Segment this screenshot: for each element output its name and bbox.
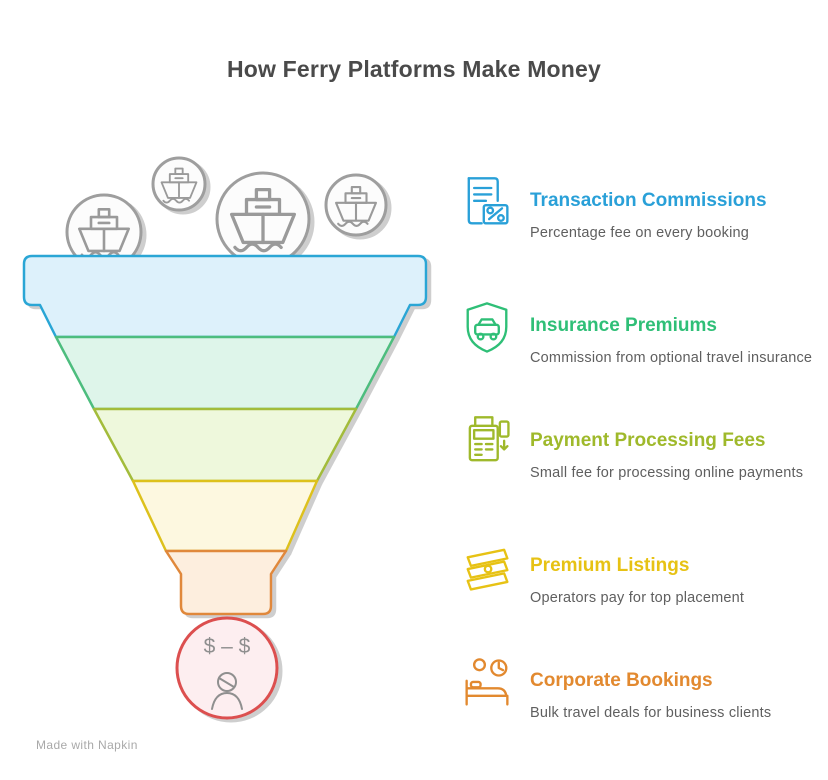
shield-vehicle-icon bbox=[458, 298, 516, 358]
banknotes-icon bbox=[458, 538, 516, 598]
ferry-inputs bbox=[65, 156, 388, 271]
invoice-percent-icon bbox=[458, 173, 516, 233]
item-label: Payment Processing Fees bbox=[530, 430, 766, 451]
item-description: Commission from optional travel insuranc… bbox=[530, 350, 813, 366]
item-label: Transaction Commissions bbox=[530, 190, 767, 211]
funnel-stage-3 bbox=[92, 407, 358, 483]
item-label: Corporate Bookings bbox=[530, 670, 713, 691]
funnel-stage-4 bbox=[131, 479, 319, 553]
corporate-travel-icon bbox=[458, 653, 516, 713]
funnel-diagram: $ – $ bbox=[22, 156, 428, 720]
watermark: Made with Napkin bbox=[36, 738, 138, 752]
funnel-stage-5 bbox=[164, 549, 288, 616]
item-payment-processing-fees: Payment Processing Fees Small fee for pr… bbox=[458, 413, 803, 481]
item-transaction-commissions: Transaction Commissions Percentage fee o… bbox=[458, 173, 767, 241]
item-label: Insurance Premiums bbox=[530, 315, 717, 336]
item-insurance-premiums: Insurance Premiums Commission from optio… bbox=[458, 298, 812, 366]
item-label: Premium Listings bbox=[530, 555, 690, 576]
funnel-stage-1 bbox=[22, 254, 428, 339]
item-description: Bulk travel deals for business clients bbox=[530, 705, 772, 721]
item-description: Operators pay for top placement bbox=[530, 590, 745, 606]
item-description: Small fee for processing online payments bbox=[530, 465, 804, 481]
page-title: How Ferry Platforms Make Money bbox=[226, 56, 602, 82]
item-description: Percentage fee on every booking bbox=[530, 225, 750, 241]
item-corporate-bookings: Corporate Bookings Bulk travel deals for… bbox=[458, 653, 771, 721]
outlet-circle bbox=[175, 616, 279, 720]
funnel-stage-2 bbox=[54, 335, 396, 411]
outlet-dollar-text: $ – $ bbox=[204, 635, 251, 658]
item-premium-listings: Premium Listings Operators pay for top p… bbox=[458, 538, 744, 606]
payment-terminal-icon bbox=[458, 413, 516, 473]
money-face-icon: $ – $ bbox=[175, 616, 279, 720]
